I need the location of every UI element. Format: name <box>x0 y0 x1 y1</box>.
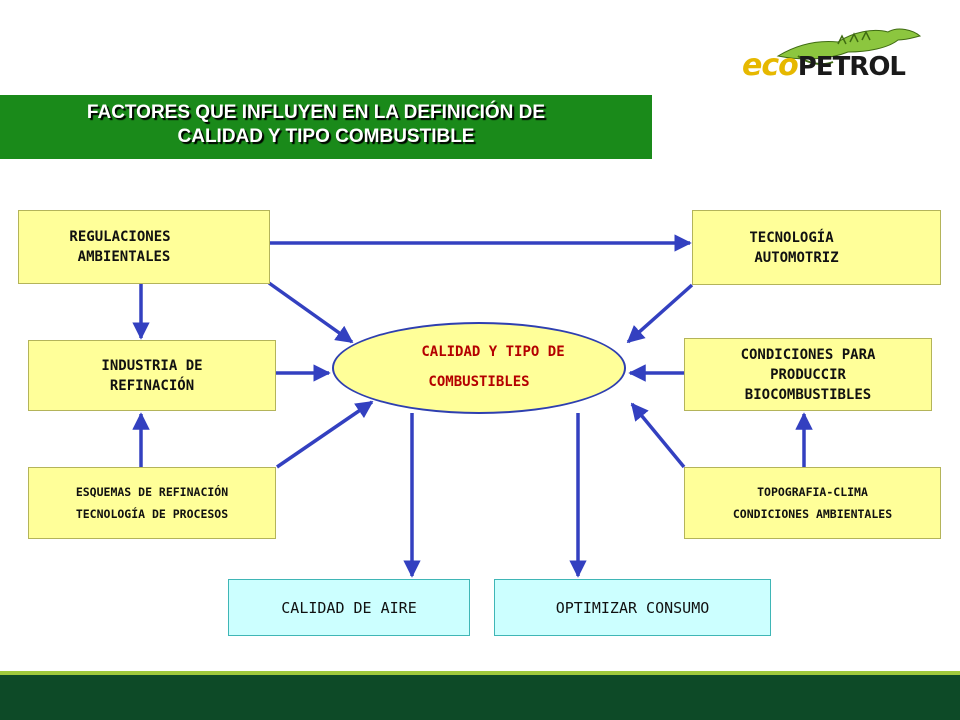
title-banner: FACTORES QUE INFLUYEN EN LA DEFINICIÓN D… <box>0 95 652 159</box>
node-industria-refinacion: INDUSTRIA DE REFINACIÓN <box>28 340 276 411</box>
node-label-line: TOPOGRAFIA-CLIMA <box>757 485 868 499</box>
node-label-line: BIOCOMBUSTIBLES <box>744 386 872 403</box>
center-calidad-tipo-combustibles: CALIDAD Y TIPO DE COMBUSTIBLES <box>332 322 626 414</box>
outcome-calidad-aire: CALIDAD DE AIRE <box>228 579 470 636</box>
node-condiciones-biocombustibles: CONDICIONES PARA PRODUCCIR BIOCOMBUSTIBL… <box>684 338 932 411</box>
node-label-line: CONDICIONES PARA <box>740 346 876 363</box>
iguana-icon <box>776 28 922 65</box>
footer-bar <box>0 675 960 720</box>
logo-eco: eco <box>742 48 799 83</box>
node-regulaciones-ambientales: REGULACIONES AMBIENTALES <box>18 210 270 284</box>
node-label-line: AUTOMOTRIZ <box>754 249 839 266</box>
logo-petrol: PETROL <box>797 52 906 82</box>
node-label-line: INDUSTRIA DE <box>101 357 203 374</box>
center-line-2: COMBUSTIBLES <box>428 374 530 390</box>
node-label-line: REFINACIÓN <box>109 377 195 394</box>
arrow-tecnologia-center <box>626 283 694 344</box>
center-line-1: CALIDAD Y TIPO DE <box>421 344 565 360</box>
node-label-line: REGULACIONES <box>69 229 171 245</box>
node-label-line: TECNOLOGÍA <box>749 229 834 246</box>
title-line-1: FACTORES QUE INFLUYEN EN LA DEFINICIÓN D… <box>86 102 546 123</box>
node-esquemas-refinacion: ESQUEMAS DE REFINACIÓN TECNOLOGÍA DE PRO… <box>28 467 276 539</box>
arrow-topografia-center <box>630 402 686 469</box>
node-label-line: TECNOLOGÍA DE PROCESOS <box>75 507 229 521</box>
node-label-line: PRODUCCIR <box>770 366 846 383</box>
node-tecnologia-automotriz: TECNOLOGÍA AUTOMOTRIZ <box>692 210 941 285</box>
node-label-line: ESQUEMAS DE REFINACIÓN <box>75 485 229 499</box>
footer-accent-line <box>0 671 960 677</box>
arrow-regulaciones-center <box>267 281 354 344</box>
arrow-esquemas-center <box>276 400 374 469</box>
outcome-optimizar-consumo: OPTIMIZAR CONSUMO <box>494 579 771 636</box>
node-topografia-clima: TOPOGRAFIA-CLIMA CONDICIONES AMBIENTALES <box>684 467 941 539</box>
ecopetrol-logo: ecoPETROL <box>738 22 938 90</box>
logo-wordmark: ecoPETROL <box>742 48 906 83</box>
node-label-line: AMBIENTALES <box>77 249 171 265</box>
node-label-line: CONDICIONES AMBIENTALES <box>732 507 893 521</box>
title-line-2: CALIDAD Y TIPO COMBUSTIBLE <box>177 126 475 147</box>
